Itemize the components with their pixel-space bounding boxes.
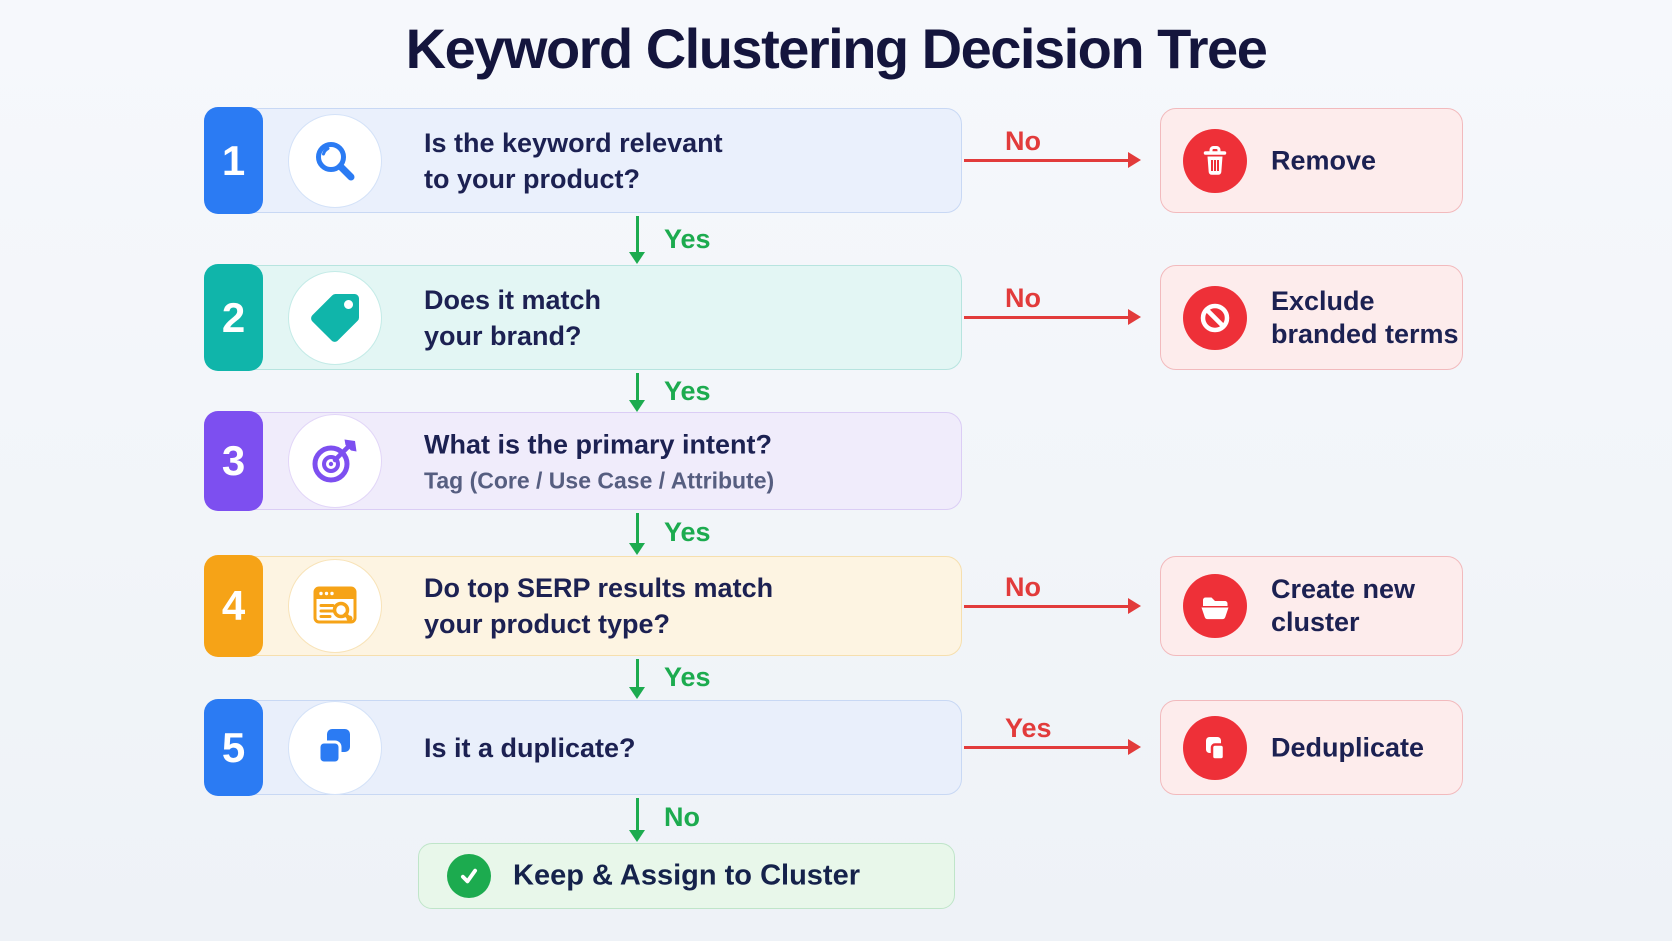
- ban-icon: [1183, 285, 1247, 350]
- branch-arrow-4-head: [1128, 598, 1141, 614]
- edge-label-yes-2: Yes: [664, 376, 711, 406]
- step-row-5: 5 Is it a duplicate?: [204, 699, 962, 796]
- outcome-deduplicate: Deduplicate: [1160, 700, 1463, 795]
- step-row-1: 1 Is the keyword relevant to your produc…: [204, 107, 962, 214]
- outcome-label: Deduplicate: [1271, 732, 1425, 762]
- step-question: Is the keyword relevant to your product?: [424, 127, 723, 194]
- branch-label-no-2: No: [1005, 283, 1041, 313]
- branch-arrow-2: [964, 316, 1130, 319]
- diagram-title: Keyword Clustering Decision Tree: [405, 17, 1268, 80]
- step-row-3: 3 What is the primary intent? Tag (Core …: [204, 411, 962, 511]
- branch-arrow-1: [964, 159, 1130, 162]
- step-number-badge: 3: [204, 411, 263, 511]
- target-icon: [288, 414, 382, 508]
- edge-label-yes-4: Yes: [664, 662, 711, 692]
- step-number-badge: 4: [204, 555, 263, 657]
- branch-label-no-4: No: [1005, 572, 1041, 602]
- branch-arrow-2-head: [1128, 309, 1141, 325]
- down-arrow-5: [636, 798, 639, 830]
- copy-icon: [1183, 715, 1247, 780]
- outcome-create-new-cluster: Create new cluster: [1160, 556, 1463, 656]
- step-question: Do top SERP results match your product t…: [424, 573, 774, 639]
- edge-label-yes-1: Yes: [664, 224, 711, 254]
- down-arrow-4: [636, 659, 639, 687]
- outcome-remove: Remove: [1160, 108, 1463, 213]
- branch-arrow-5: [964, 746, 1130, 749]
- outcome-label: Remove: [1271, 145, 1377, 175]
- duplicate-icon: [288, 700, 382, 795]
- down-arrow-2-head: [629, 400, 645, 412]
- final-node-label: Keep & Assign to Cluster: [513, 859, 860, 892]
- serp-icon: [288, 559, 382, 653]
- step-subtitle: Tag (Core / Use Case / Attribute): [424, 467, 775, 494]
- branch-label-no-1: No: [1005, 126, 1041, 156]
- folder-icon: [1183, 574, 1247, 638]
- branch-arrow-1-head: [1128, 152, 1141, 168]
- step-number-badge: 2: [204, 264, 263, 371]
- check-icon: [447, 854, 491, 898]
- tag-icon: [288, 270, 382, 365]
- trash-icon: [1183, 128, 1247, 193]
- search-icon: [288, 113, 382, 208]
- step-number-badge: 1: [204, 107, 263, 214]
- branch-arrow-5-head: [1128, 739, 1141, 755]
- step-question: What is the primary intent?: [424, 429, 773, 460]
- step-question: Is it a duplicate?: [424, 732, 636, 763]
- down-arrow-5-head: [629, 830, 645, 842]
- branch-label-yes-5: Yes: [1005, 713, 1052, 743]
- edge-label-no-final: No: [664, 802, 700, 832]
- outcome-exclude-branded-terms: Exclude branded terms: [1160, 265, 1463, 370]
- step-question: Does it match your brand?: [424, 284, 602, 351]
- down-arrow-4-head: [629, 687, 645, 699]
- down-arrow-3: [636, 513, 639, 543]
- down-arrow-2: [636, 373, 639, 400]
- down-arrow-1-head: [629, 252, 645, 264]
- step-number-badge: 5: [204, 699, 263, 796]
- edge-label-yes-3: Yes: [664, 517, 711, 547]
- down-arrow-3-head: [629, 543, 645, 555]
- outcome-label: Create new cluster: [1271, 574, 1416, 637]
- branch-arrow-4: [964, 605, 1130, 608]
- step-row-4: 4 Do top SERP results match your product…: [204, 555, 962, 657]
- down-arrow-1: [636, 216, 639, 252]
- final-node-keep-assign: Keep & Assign to Cluster: [418, 843, 955, 909]
- step-row-2: 2 Does it match your brand?: [204, 264, 962, 371]
- outcome-label: Exclude branded terms: [1271, 285, 1459, 349]
